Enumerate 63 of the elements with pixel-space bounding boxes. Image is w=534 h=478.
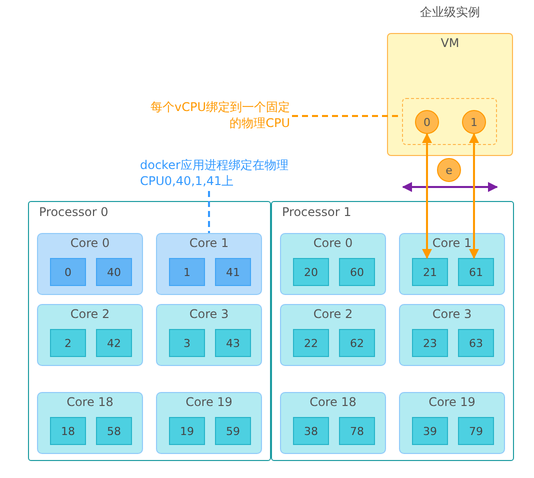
- core-label: Core 1: [188, 236, 230, 250]
- core-panel: [156, 392, 262, 454]
- core-label: Core 19: [184, 395, 234, 409]
- logical-cpu-tile: 41: [215, 258, 251, 286]
- core-panel: [37, 304, 143, 366]
- leader-line: [208, 191, 210, 233]
- core-label: Core 18: [308, 395, 358, 409]
- core-panel: [399, 304, 505, 366]
- logical-cpu-tile: 18: [50, 417, 86, 445]
- core-panel: [37, 392, 143, 454]
- core-label: Core 1: [431, 236, 473, 250]
- core-label: Core 3: [188, 307, 230, 321]
- logical-cpu-tile: 22: [293, 329, 329, 357]
- label-circle: e: [437, 158, 461, 182]
- arrow: [469, 133, 479, 259]
- core-panel: [156, 233, 262, 295]
- logical-cpu-tile: 3: [169, 329, 205, 357]
- logical-cpu-tile: 59: [215, 417, 251, 445]
- logical-cpu-tile: 61: [458, 258, 494, 286]
- logical-cpu-tile: 40: [96, 258, 132, 286]
- vcpu-circle: 0: [415, 110, 439, 134]
- core-panel: [280, 233, 386, 295]
- instance-heading: 企业级实例: [419, 4, 481, 21]
- logical-cpu-tile: 78: [339, 417, 375, 445]
- logical-cpu-tile: 1: [169, 258, 205, 286]
- core-panel: [280, 392, 386, 454]
- core-label: Core 19: [428, 395, 476, 409]
- core-panel: [399, 392, 505, 454]
- processor-label: Processor 1: [282, 205, 352, 219]
- logical-cpu-tile: 23: [412, 329, 448, 357]
- logical-cpu-tile: 62: [339, 329, 375, 357]
- core-label: Core 2: [69, 307, 111, 321]
- vm-label: VM: [440, 36, 460, 50]
- logical-cpu-tile: 19: [169, 417, 205, 445]
- dashed-group-outline: [402, 98, 497, 145]
- processor-box: [28, 201, 271, 461]
- logical-cpu-tile: 60: [339, 258, 375, 286]
- processor-box: [271, 201, 514, 461]
- core-label: Core 3: [431, 307, 473, 321]
- logical-cpu-tile: 42: [96, 329, 132, 357]
- logical-cpu-tile: 79: [458, 417, 494, 445]
- core-label: Core 0: [312, 236, 354, 250]
- core-panel: [280, 304, 386, 366]
- core-label: Core 2: [312, 307, 354, 321]
- annotation-text: docker应用进程绑定在物理CPU0,40,1,41上: [140, 157, 290, 191]
- core-panel: [156, 304, 262, 366]
- core-panel: [399, 233, 505, 295]
- logical-cpu-tile: 20: [293, 258, 329, 286]
- logical-cpu-tile: 0: [50, 258, 86, 286]
- logical-cpu-tile: 63: [458, 329, 494, 357]
- logical-cpu-tile: 43: [215, 329, 251, 357]
- core-panel: [37, 233, 143, 295]
- logical-cpu-tile: 39: [412, 417, 448, 445]
- logical-cpu-tile: 38: [293, 417, 329, 445]
- vcpu-circle: 1: [462, 110, 486, 134]
- arrow: [422, 133, 432, 259]
- core-label: Core 0: [69, 236, 111, 250]
- core-label: Core 18: [66, 395, 114, 409]
- logical-cpu-tile: 21: [412, 258, 448, 286]
- logical-cpu-tile: 2: [50, 329, 86, 357]
- processor-label: Processor 0: [39, 205, 108, 219]
- annotation-text: 每个vCPU绑定到一个固定的物理CPU: [150, 99, 290, 133]
- logical-cpu-tile: 58: [96, 417, 132, 445]
